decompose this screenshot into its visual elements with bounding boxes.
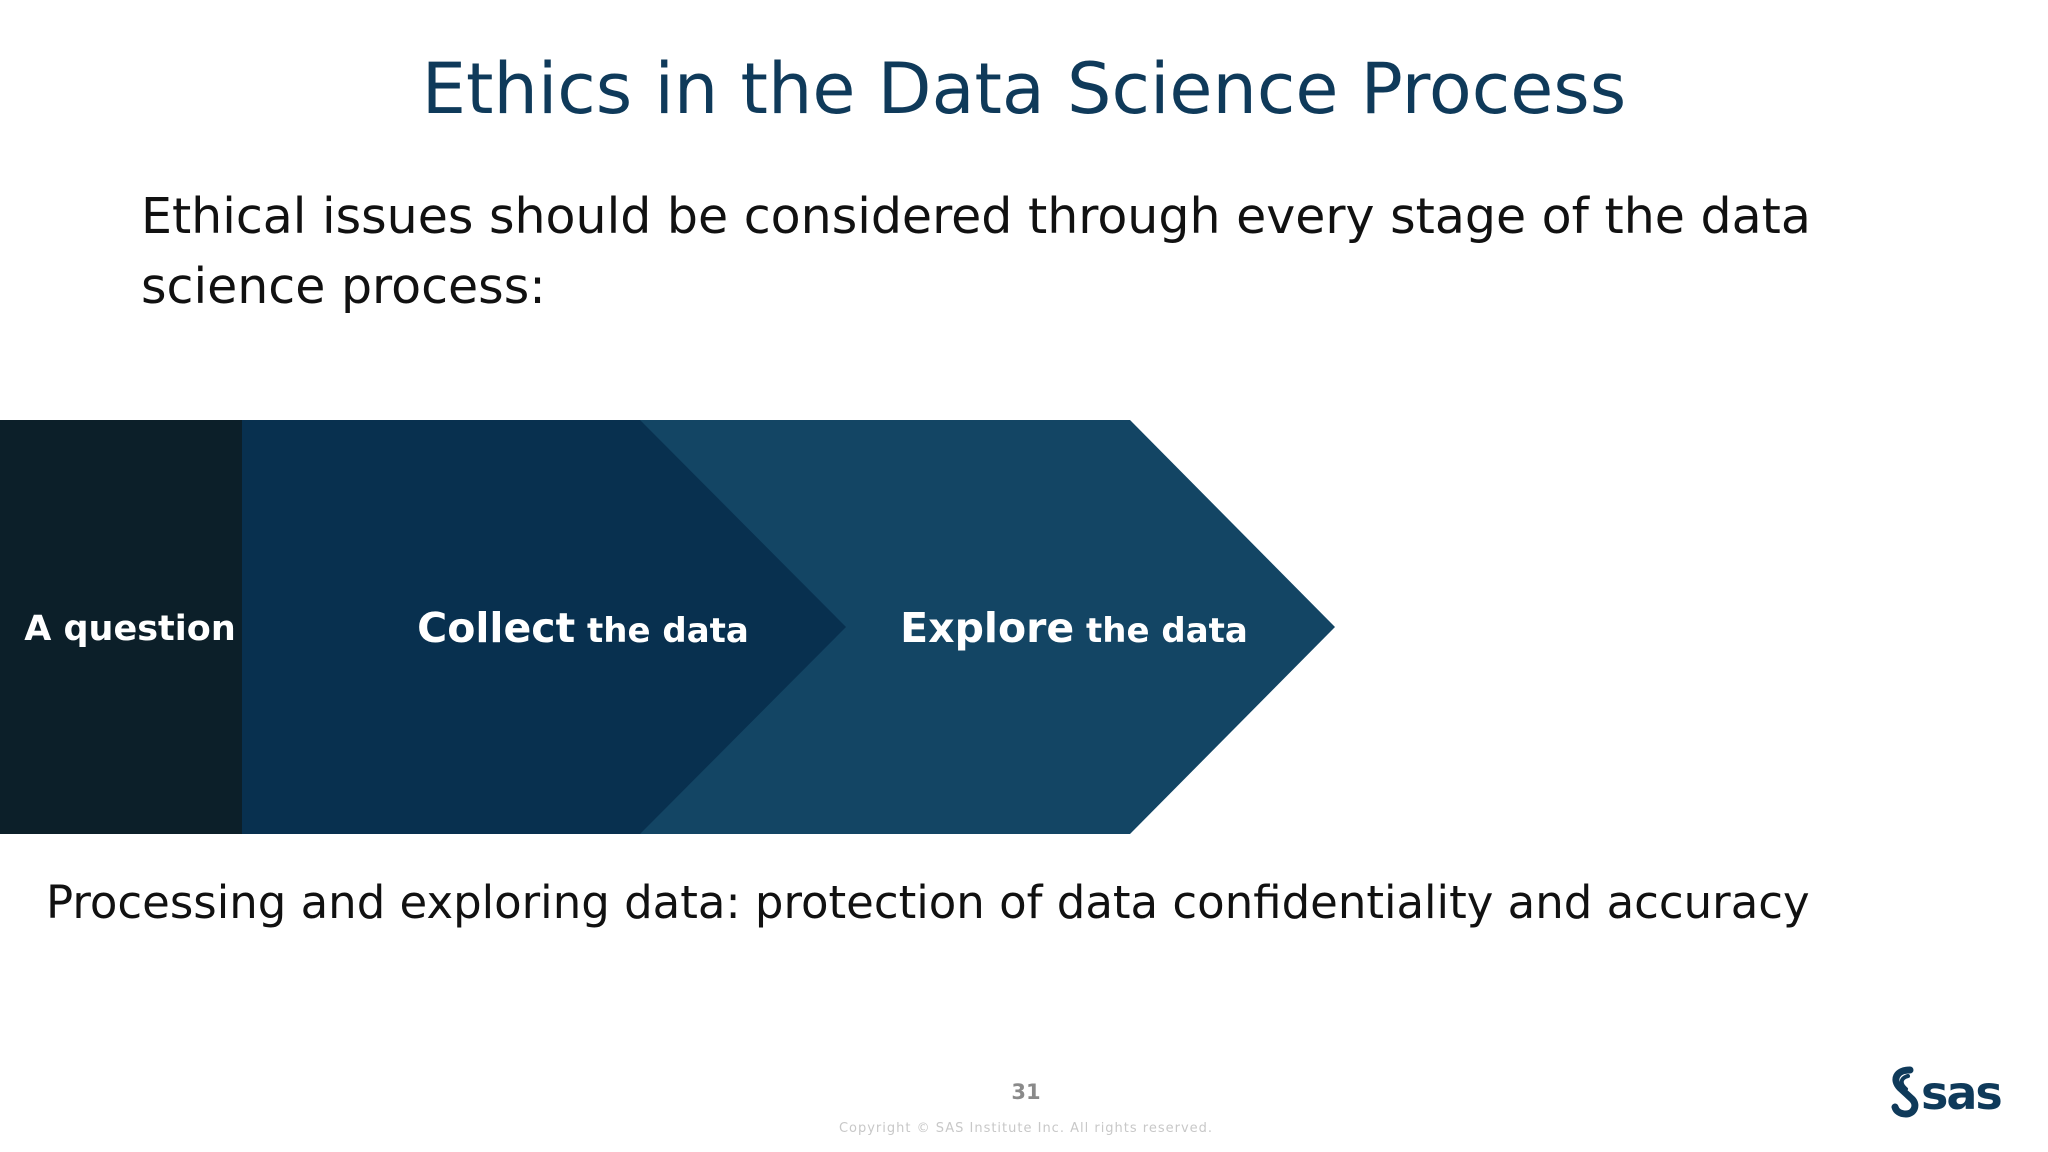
process-diagram: A question Collect the data Explore the … (0, 420, 1400, 834)
step-question-label: A question (24, 609, 236, 649)
page-number: 31 (1011, 1080, 1041, 1104)
process-chevrons: A question Collect the data Explore the … (0, 420, 1335, 834)
step-explore-rest: the data (1074, 611, 1248, 651)
step-explore-label: Explore the data (900, 604, 1248, 652)
intro-text: Ethical issues should be considered thro… (141, 188, 1811, 315)
svg-text:sas: sas (1921, 1066, 2001, 1120)
step-explore-bold: Explore (900, 604, 1074, 652)
step-question-shape (0, 420, 242, 834)
step-question-bold: A question (24, 609, 236, 649)
slide-title: Ethics in the Data Science Process (421, 48, 1627, 130)
processing-caption: Processing and exploring data: protectio… (46, 876, 1810, 929)
step-explore-shape (600, 420, 1335, 834)
copyright-notice: Copyright © SAS Institute Inc. All right… (838, 1121, 1214, 1136)
step-collect-shape (240, 420, 846, 834)
step-collect-rest: the data (575, 611, 749, 651)
sas-logo-graphic: sas (1891, 1066, 2003, 1120)
sas-logo-icon: sas sas (1888, 1066, 2018, 1122)
step-collect-label: Collect the data (417, 604, 749, 652)
step-collect-bold: Collect (417, 604, 575, 652)
